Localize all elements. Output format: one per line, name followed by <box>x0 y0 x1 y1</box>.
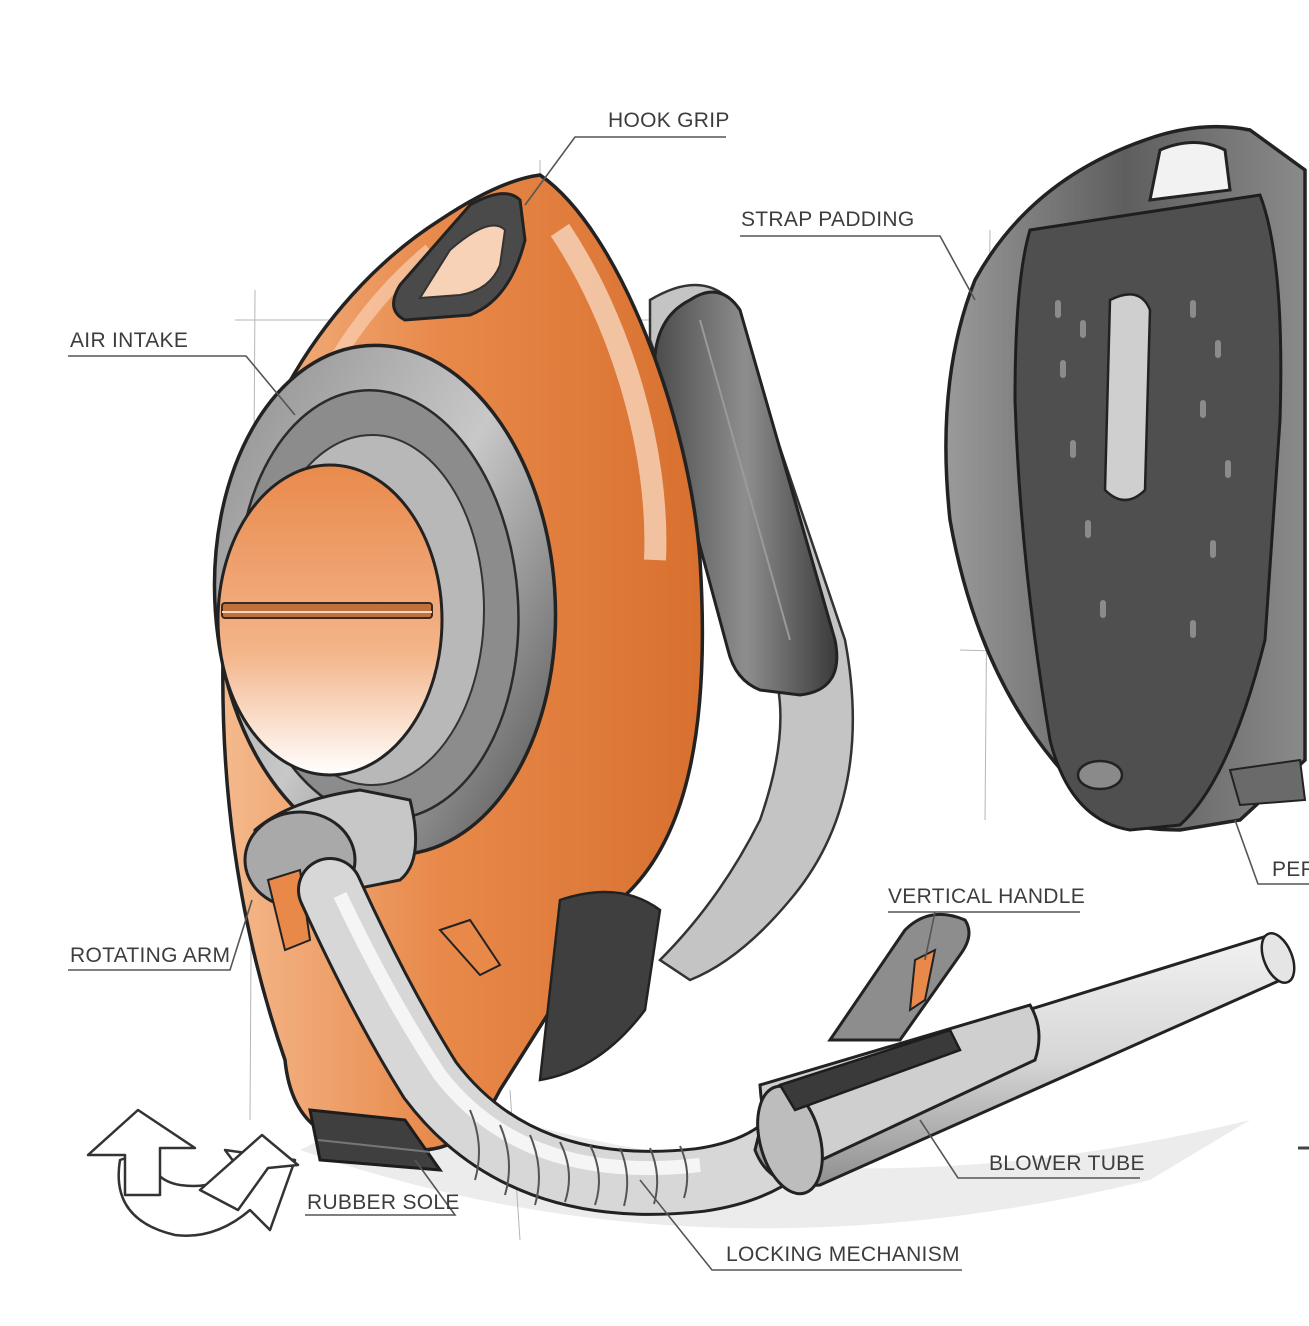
callout-air-intake: AIR INTAKE <box>70 329 189 352</box>
air-intake <box>212 343 558 857</box>
callout-hook-grip: HOOK GRIP <box>608 109 730 132</box>
callout-strap-padding: STRAP PADDING <box>741 208 915 231</box>
blower-tube <box>753 932 1296 1196</box>
callout-lines <box>68 136 1309 1271</box>
callout-blower-tube: BLOWER TUBE <box>989 1152 1145 1175</box>
rotation-arrows-icon <box>86 1108 300 1237</box>
strap <box>648 283 855 982</box>
hook-grip <box>392 192 527 322</box>
callout-locking-mechanism: LOCKING MECHANISM <box>726 1243 960 1266</box>
callout-rotating-arm: ROTATING ARM <box>70 944 231 967</box>
rubber-sole <box>308 1108 444 1172</box>
vertical-handle <box>778 912 971 1112</box>
callout-cut-off: PER <box>1272 859 1309 880</box>
callout-vertical-handle: VERTICAL HANDLE <box>888 885 1086 908</box>
back-view <box>944 124 1307 832</box>
callout-rubber-sole: RUBBER SOLE <box>307 1191 460 1214</box>
flex-hose <box>297 857 833 1216</box>
